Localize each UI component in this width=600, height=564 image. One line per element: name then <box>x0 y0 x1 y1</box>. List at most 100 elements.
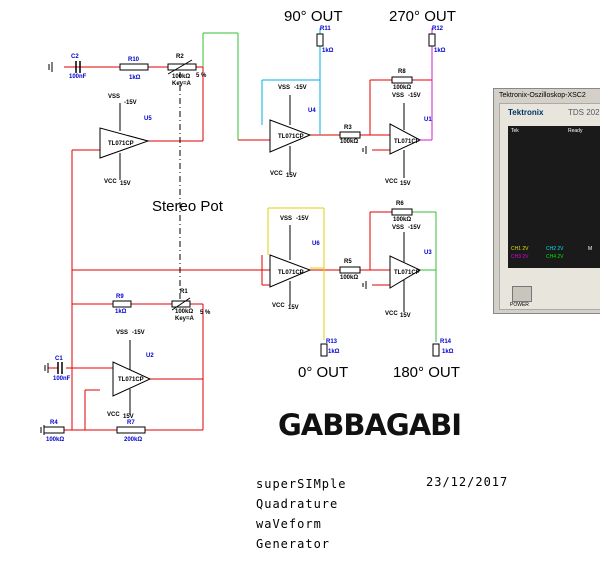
svg-text:VSS: VSS <box>280 216 292 222</box>
svg-text:C1: C1 <box>55 356 63 362</box>
scope-ch3: CH3 2V <box>511 254 529 260</box>
note-line-4: Generator <box>256 537 331 551</box>
svg-text:VCC: VCC <box>107 412 120 418</box>
svg-text:100kΩ: 100kΩ <box>175 309 193 315</box>
svg-text:U2: U2 <box>146 353 154 359</box>
svg-text:Key=A: Key=A <box>175 316 195 322</box>
svg-text:-15V: -15V <box>294 85 307 91</box>
cyan-wire <box>261 28 321 135</box>
svg-text:R9: R9 <box>116 294 124 300</box>
svg-text:Key=A: Key=A <box>172 81 192 87</box>
resistor-bodies <box>43 33 440 434</box>
svg-text:TL071CP: TL071CP <box>108 141 134 147</box>
svg-text:15V: 15V <box>286 173 297 179</box>
scope-window-title: Tektronix-Oszilloskop-XSC2 <box>499 92 586 99</box>
scope-ready: Ready <box>568 128 583 134</box>
date-text: 23/12/2017 <box>426 475 509 489</box>
svg-text:TL071CP: TL071CP <box>394 270 420 276</box>
scope-model: TDS 202 <box>568 108 600 117</box>
scope-power-label: POWER <box>510 302 529 308</box>
svg-text:R1: R1 <box>180 289 188 295</box>
yellow-wire <box>267 207 325 340</box>
svg-text:1kΩ: 1kΩ <box>115 309 127 315</box>
ground-symbols <box>40 62 367 435</box>
r2-pot-arrow <box>167 59 193 75</box>
svg-text:100kΩ: 100kΩ <box>340 275 358 281</box>
svg-text:1kΩ: 1kΩ <box>442 349 454 355</box>
note-line-2: Quadrature <box>256 497 339 511</box>
scope-ch1: CH1 2V <box>511 246 529 252</box>
svg-text:VSS: VSS <box>116 330 128 336</box>
svg-text:-15V: -15V <box>124 100 137 106</box>
scope-brand: Tektronix <box>508 108 544 117</box>
svg-text:100kΩ: 100kΩ <box>172 74 190 80</box>
svg-text:VCC: VCC <box>385 311 398 317</box>
svg-text:-15V: -15V <box>132 330 145 336</box>
svg-text:100kΩ: 100kΩ <box>340 139 358 145</box>
svg-text:100kΩ: 100kΩ <box>393 85 411 91</box>
svg-text:U4: U4 <box>308 108 316 114</box>
svg-text:15V: 15V <box>288 305 299 311</box>
opamp-pins <box>119 95 405 415</box>
svg-text:R11: R11 <box>320 26 331 32</box>
svg-text:5 %: 5 % <box>200 310 211 316</box>
svg-text:VCC: VCC <box>270 171 283 177</box>
svg-text:U5: U5 <box>144 116 152 122</box>
scope-m: M <box>588 246 593 252</box>
svg-text:VCC: VCC <box>385 179 398 185</box>
svg-text:R2: R2 <box>176 54 184 60</box>
svg-text:15V: 15V <box>120 181 131 187</box>
svg-text:C2: C2 <box>71 54 79 60</box>
out-180-label: 180° OUT <box>393 364 460 381</box>
scope-ch2: CH2 2V <box>546 246 564 252</box>
magenta-wire <box>420 28 433 141</box>
logo: GABBAGABI <box>278 408 462 442</box>
svg-text:100nF: 100nF <box>53 376 71 382</box>
svg-text:1kΩ: 1kΩ <box>129 75 141 81</box>
svg-text:U3: U3 <box>424 250 432 256</box>
opamp-triangles <box>99 119 422 397</box>
svg-text:100nF: 100nF <box>69 74 87 80</box>
scope-power-button[interactable] <box>512 286 532 302</box>
scope-ch4: CH4 2V <box>546 254 564 260</box>
svg-text:-15V: -15V <box>408 225 421 231</box>
note-line-3: waVeform <box>256 517 322 531</box>
svg-text:VSS: VSS <box>392 225 404 231</box>
svg-text:-15V: -15V <box>408 93 421 99</box>
svg-text:TL071CP: TL071CP <box>118 377 144 383</box>
capacitors <box>57 61 81 374</box>
oscilloscope-window[interactable]: Tektronix-Oszilloskop-XSC2 Tektronix TDS… <box>493 88 600 314</box>
svg-text:VSS: VSS <box>392 93 404 99</box>
svg-text:TL071CP: TL071CP <box>278 134 304 140</box>
scope-tek: Tek <box>511 128 519 134</box>
note-line-1: superSIMple <box>256 477 347 491</box>
svg-text:R14: R14 <box>440 339 452 345</box>
svg-text:R6: R6 <box>396 201 404 207</box>
svg-text:100kΩ: 100kΩ <box>393 217 411 223</box>
out-90-label: 90° OUT <box>284 8 343 25</box>
svg-text:100kΩ: 100kΩ <box>46 437 64 443</box>
svg-text:VCC: VCC <box>272 303 285 309</box>
svg-text:R13: R13 <box>326 339 338 345</box>
svg-text:R5: R5 <box>344 259 352 265</box>
svg-text:R3: R3 <box>344 125 352 131</box>
svg-text:1kΩ: 1kΩ <box>322 48 334 54</box>
scope-screen: Tek Ready CH1 2V CH2 2V CH3 2V CH4 2V M <box>508 126 600 268</box>
svg-text:R12: R12 <box>432 26 444 32</box>
svg-text:15V: 15V <box>123 414 134 420</box>
svg-text:TL071CP: TL071CP <box>278 270 304 276</box>
svg-text:15V: 15V <box>400 181 411 187</box>
svg-text:VSS: VSS <box>278 85 290 91</box>
svg-text:VSS: VSS <box>108 94 120 100</box>
svg-text:R10: R10 <box>128 57 140 63</box>
stereo-pot-label: Stereo Pot <box>152 198 223 215</box>
scope-body: Tektronix TDS 202 Tek Ready CH1 2V CH2 2… <box>499 103 600 310</box>
svg-text:1kΩ: 1kΩ <box>434 48 446 54</box>
out-0-label: 0° OUT <box>298 364 349 381</box>
svg-text:U1: U1 <box>424 117 432 123</box>
r1-pot-arrow <box>171 297 191 311</box>
green-wire <box>202 32 437 342</box>
out-270-label: 270° OUT <box>389 8 456 25</box>
